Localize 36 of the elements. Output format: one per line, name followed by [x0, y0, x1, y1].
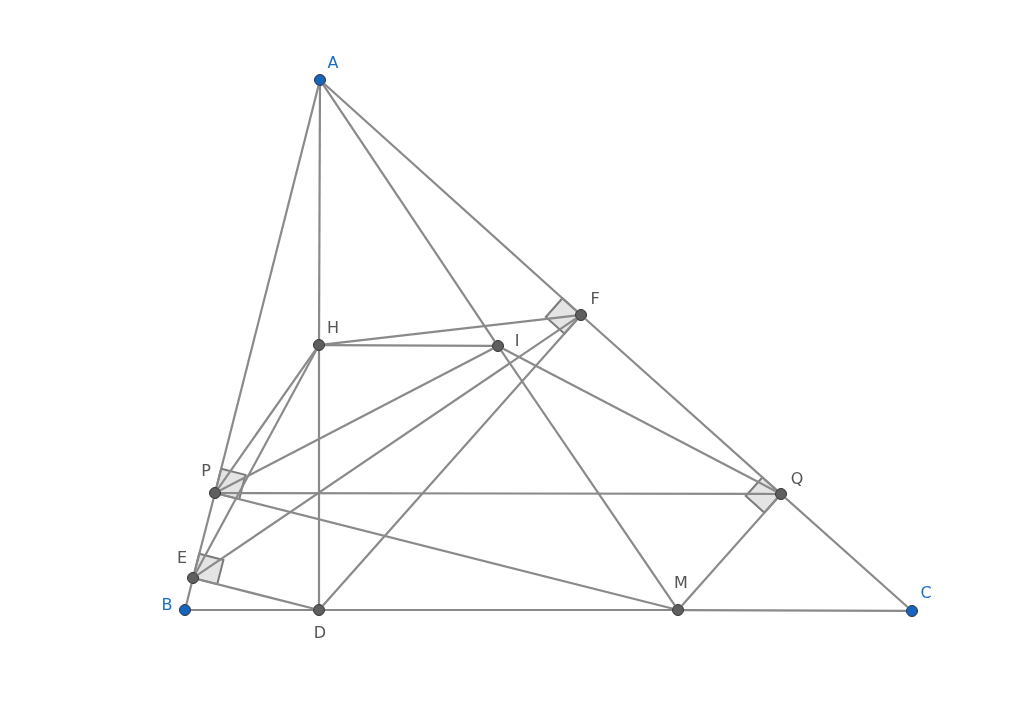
line-segment: [502, 347, 777, 493]
line-segment: [784, 497, 909, 608]
line-segment: [317, 86, 322, 339]
point-label: C: [920, 584, 932, 602]
point-label: B: [161, 596, 173, 614]
line-segment: [221, 491, 775, 496]
line-segment: [198, 578, 314, 610]
point-label: E: [176, 549, 188, 567]
line-segment: [220, 493, 673, 610]
line-segment: [194, 349, 318, 574]
line-segment: [325, 608, 672, 612]
line-segment: [317, 351, 321, 604]
line-segment: [197, 317, 577, 576]
line-segment: [322, 318, 578, 607]
line-segment: [323, 83, 578, 312]
line-segment: [191, 608, 313, 612]
line-segment: [681, 497, 778, 607]
point-label: Q: [790, 470, 804, 488]
point-label: F: [590, 290, 600, 308]
line-segment: [217, 349, 317, 489]
line-segment: [215, 85, 320, 488]
line-segment: [325, 343, 492, 348]
point-label: P: [201, 462, 211, 480]
line-segment: [219, 347, 494, 492]
point-label: D: [313, 624, 327, 642]
line-segment: [500, 350, 676, 606]
line-segment: [584, 318, 778, 491]
point-label: A: [327, 54, 339, 72]
line-segment: [322, 84, 496, 342]
point-label: I: [514, 332, 520, 350]
line-segment: [193, 498, 215, 573]
point-label: H: [327, 319, 339, 337]
line-segment: [684, 608, 906, 613]
line-segment: [324, 314, 576, 346]
point-label: M: [674, 574, 688, 592]
line-segment: [185, 583, 193, 605]
